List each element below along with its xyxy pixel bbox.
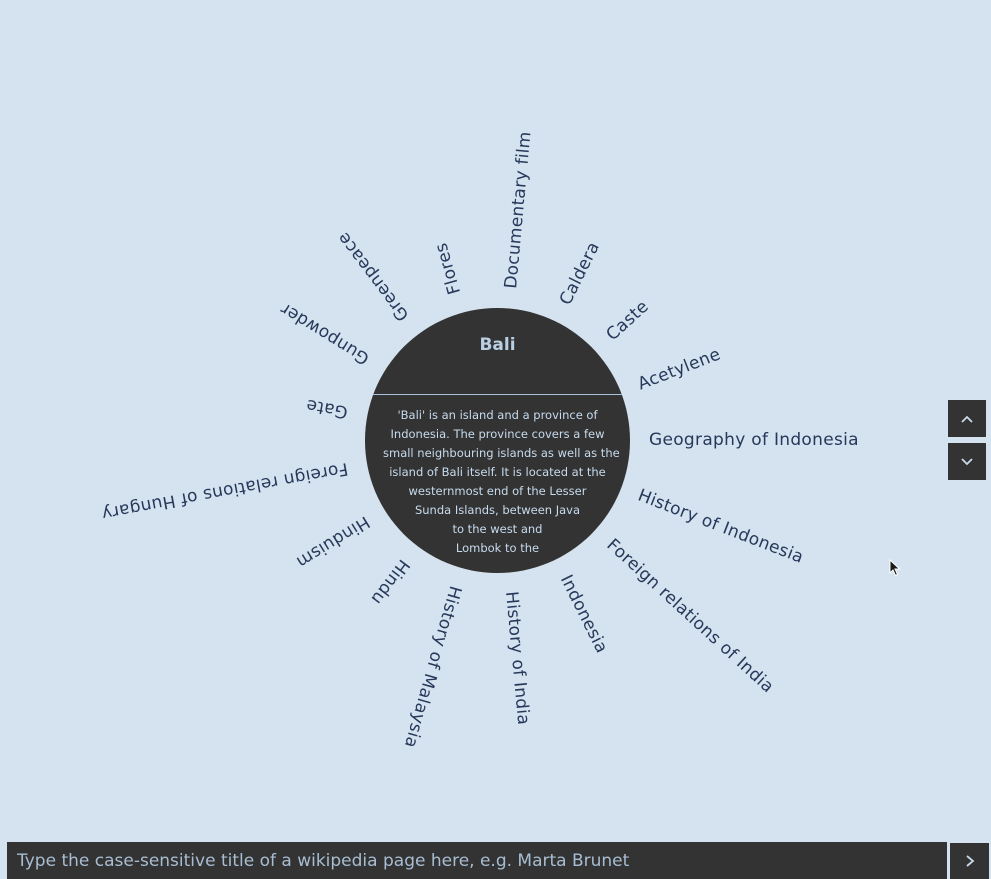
- linked-page-label[interactable]: Acetylene: [635, 344, 723, 394]
- linked-page-label[interactable]: History of Malaysia: [400, 583, 465, 750]
- linked-page-label[interactable]: Gunpowder: [277, 298, 373, 368]
- linked-page-label[interactable]: History of India: [501, 590, 533, 725]
- linked-page-label[interactable]: Caldera: [556, 239, 604, 309]
- summary-line: island of Bali itself. It is located at …: [389, 465, 606, 479]
- summary-line: Lombok to the: [455, 541, 540, 555]
- linked-page-label[interactable]: Foreign relations of Hungary: [100, 458, 350, 524]
- center-title: Bali: [479, 335, 516, 355]
- center-summary: 'Bali' is an island and a province of In…: [383, 406, 620, 558]
- chevron-right-icon: [965, 855, 974, 867]
- summary-line: 'Bali' is an island and a province of: [397, 408, 598, 422]
- chevron-down-icon: [961, 457, 973, 465]
- linked-page-label[interactable]: Hinduism: [292, 511, 373, 571]
- linked-page-label[interactable]: Foreign relations of India: [603, 535, 778, 697]
- center-node: Bali 'Bali' is an island and a province …: [365, 308, 630, 573]
- scroll-down-button[interactable]: [948, 443, 986, 480]
- summary-line: Sunda Islands, between Java: [414, 503, 581, 517]
- scroll-up-button[interactable]: [948, 400, 986, 437]
- summary-line: westernmost end of the Lesser: [408, 484, 587, 498]
- linked-page-label[interactable]: Documentary film: [501, 131, 535, 290]
- mouse-cursor-icon: [889, 559, 901, 577]
- linked-page-label[interactable]: Flores: [431, 240, 465, 296]
- summary-line: to the west and: [452, 522, 543, 536]
- center-divider: [365, 394, 630, 395]
- linked-page-label[interactable]: Geography of Indonesia: [649, 430, 859, 450]
- summary-line: Indonesia. The province covers a few: [390, 427, 605, 441]
- linked-page-label[interactable]: Gate: [305, 395, 350, 422]
- linked-page-label[interactable]: Hindu: [366, 555, 413, 608]
- search-input[interactable]: [7, 842, 947, 879]
- go-button[interactable]: [950, 843, 989, 879]
- linked-page-label[interactable]: Indonesia: [556, 572, 612, 657]
- chevron-up-icon: [961, 415, 973, 423]
- linked-page-label[interactable]: Greenpeace: [334, 228, 414, 325]
- linked-page-label[interactable]: History of Indonesia: [635, 486, 806, 568]
- summary-line: small neighbouring islands as well as th…: [383, 446, 620, 460]
